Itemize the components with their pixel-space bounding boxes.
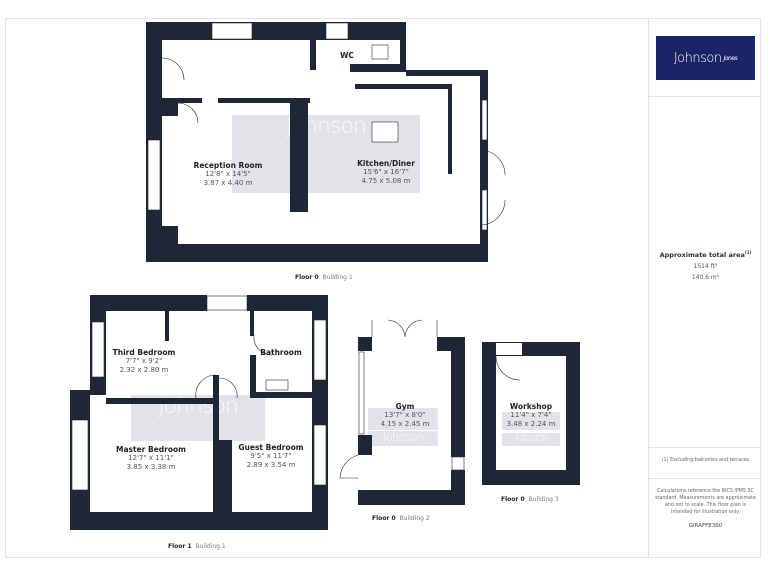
brand-mark: GIRAFFE360 (688, 523, 723, 529)
logo-subtext: Jones (723, 54, 738, 62)
doors-building-1 (161, 57, 506, 226)
door-opening-building-3 (496, 343, 522, 355)
caption-building: Building 2 (399, 515, 430, 522)
room-imperial: 12'8" x 14'5" (205, 170, 251, 178)
divider (649, 96, 762, 97)
walls-building-1 (146, 22, 488, 262)
logo-text: Johnson (673, 50, 722, 66)
watermark-text: Johnson (514, 433, 548, 444)
room-name: Master Bedroom (116, 445, 186, 454)
total-area-sqft: 1514 ft² (693, 263, 718, 270)
caption-building: Building 1 (322, 274, 353, 281)
room-imperial: 13'7" x 8'0" (384, 411, 426, 419)
watermark-panel (368, 408, 438, 430)
total-area-label: Approximate total area (659, 251, 745, 260)
room-imperial: 11'4" x 7'4" (510, 411, 552, 419)
room-imperial: 15'6" x 16'7" (363, 168, 409, 176)
area-footnote: (1) Excluding balconies and terraces (661, 458, 750, 463)
room-name: Bathroom (260, 348, 302, 357)
caption-building: Building 3 (528, 496, 559, 503)
room-metric: 3.48 x 2.24 m (506, 420, 556, 428)
room-guest-bedroom: Guest Bedroom 9'5" x 11'7" 2.89 x 3.54 m (238, 443, 303, 470)
walls-building-2 (358, 337, 465, 505)
door-swing (495, 355, 521, 381)
room-name: Kitchen/Diner (357, 159, 415, 168)
room-kitchen: Kitchen/Diner 15'6" x 16'7" 4.75 x 5.08 … (357, 159, 415, 186)
watermark: Johnson (368, 430, 438, 446)
caption-floor: Floor 0 (295, 274, 319, 281)
total-area-sqm: 140.6 m² (691, 274, 720, 281)
room-name: Workshop (509, 402, 553, 411)
divider (649, 447, 762, 448)
doors-building-2 (339, 319, 438, 479)
doors-floor-1 (195, 334, 273, 399)
room-workshop: Workshop 11'4" x 7'4" 3.48 x 2.24 m (507, 402, 556, 429)
room-name: Guest Bedroom (238, 443, 304, 452)
room-metric: 4.15 x 2.45 m (380, 420, 430, 428)
room-name: Third Bedroom (112, 348, 176, 357)
caption-building: Building 1 (195, 543, 226, 550)
room-name: Reception Room (193, 161, 263, 170)
footnote-marker: (1) (744, 250, 752, 255)
room-imperial: 7'7" x 9'2" (125, 357, 163, 365)
room-reception: Reception Room 12'8" x 14'5" 3.87 x 4.40… (194, 161, 263, 188)
walls-floor-1 (70, 295, 328, 530)
windows-floor-1 (71, 295, 327, 491)
caption-floor: Floor 1 (168, 543, 192, 550)
divider (649, 478, 762, 479)
disclaimer: Calculations reference the RICS IPMS 3C … (655, 489, 756, 515)
total-area-title: Approximate total area(1) (649, 250, 762, 259)
room-name: Gym (395, 402, 415, 411)
windows-building-1 (147, 22, 488, 231)
caption-floor: Floor 0 (372, 515, 396, 522)
room-metric: 2.89 x 3.54 m (246, 461, 296, 469)
room-wc: WC (340, 51, 354, 60)
caption-floor: Floor 0 (501, 496, 525, 503)
plan-frame (5, 18, 761, 558)
room-metric: 3.87 x 4.40 m (203, 179, 253, 187)
room-third-bedroom: Third Bedroom 7'7" x 9'2" 2.32 x 2.80 m (113, 348, 176, 375)
watermark: Johnson (502, 433, 560, 446)
room-master-bedroom: Master Bedroom 12'7" x 11'1" 3.85 x 3.38… (116, 445, 186, 472)
room-bathroom: Bathroom (260, 348, 302, 357)
room-imperial: 12'7" x 11'1" (128, 454, 174, 462)
watermark-text: Johnson (382, 430, 424, 444)
watermark-panel (502, 412, 560, 430)
windows-building-2 (358, 351, 465, 471)
room-metric: 4.75 x 5.08 m (361, 177, 411, 185)
room-metric: 3.85 x 3.38 m (126, 463, 176, 471)
room-metric: 2.32 x 2.80 m (119, 366, 169, 374)
room-name: WC (340, 51, 354, 60)
room-gym: Gym 13'7" x 8'0" 4.15 x 2.45 m (381, 402, 430, 429)
room-imperial: 9'5" x 11'7" (250, 452, 292, 460)
